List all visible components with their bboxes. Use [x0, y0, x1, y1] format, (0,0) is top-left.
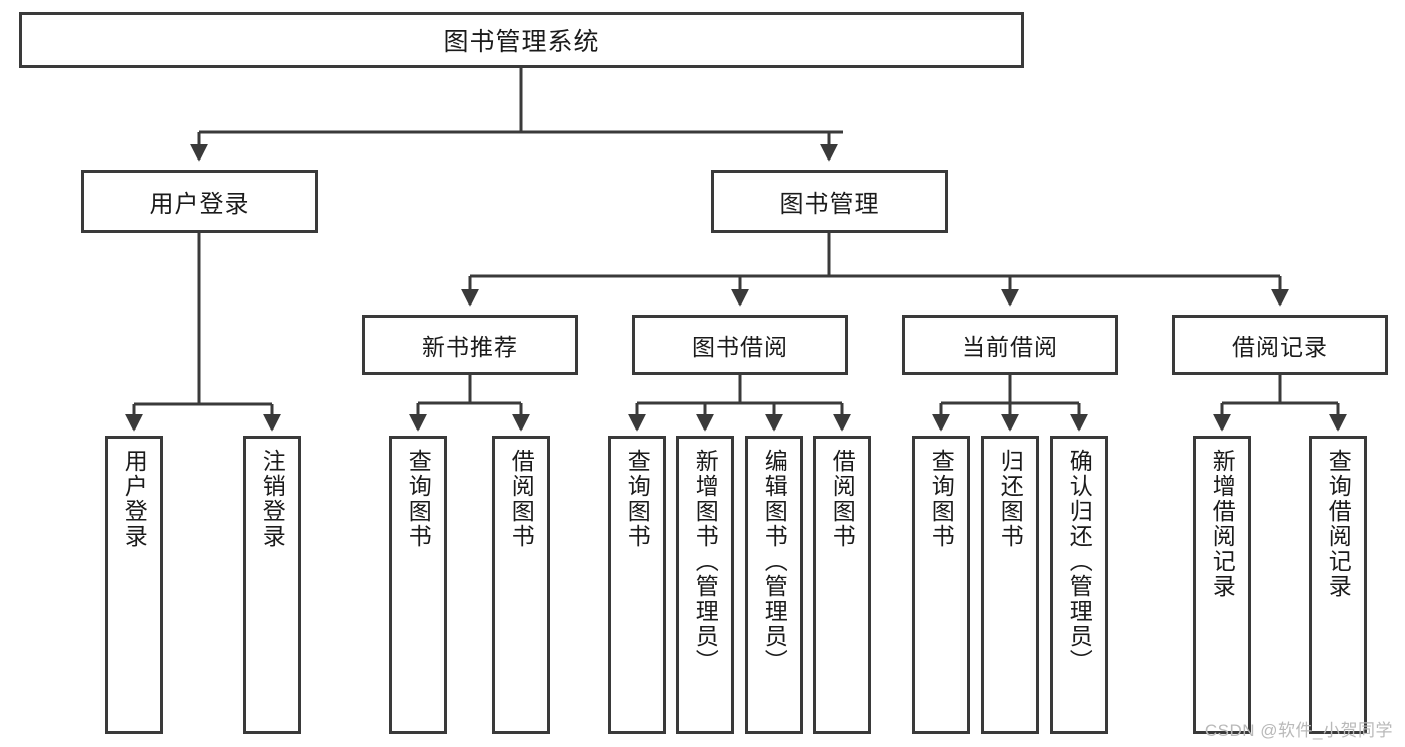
node-new-book-recommend[interactable]: 新书推荐 — [362, 315, 578, 375]
node-label: 新增借阅记录 — [1209, 449, 1236, 599]
leaf-new-book-borrow[interactable]: 借阅图书 — [492, 436, 550, 734]
node-root-book-management-system[interactable]: 图书管理系统 — [19, 12, 1024, 68]
node-label: 当前借阅 — [962, 334, 1058, 360]
leaf-user-login-login[interactable]: 用户登录 — [105, 436, 163, 734]
leaf-book-borrow-query[interactable]: 查询图书 — [608, 436, 666, 734]
leaf-book-borrow-edit[interactable]: 编辑图书（管理员） — [745, 436, 803, 734]
node-label: 新书推荐 — [422, 334, 518, 360]
leaf-current-borrow-confirm-return[interactable]: 确认归还（管理员） — [1050, 436, 1108, 734]
node-label: 查询借阅记录 — [1325, 449, 1352, 599]
node-user-login[interactable]: 用户登录 — [81, 170, 318, 233]
node-label: 归还图书 — [997, 449, 1024, 549]
leaf-book-borrow-borrow[interactable]: 借阅图书 — [813, 436, 871, 734]
leaf-borrow-record-add[interactable]: 新增借阅记录 — [1193, 436, 1251, 734]
node-current-borrow[interactable]: 当前借阅 — [902, 315, 1118, 375]
node-book-borrow[interactable]: 图书借阅 — [632, 315, 848, 375]
leaf-user-login-logout[interactable]: 注销登录 — [243, 436, 301, 734]
node-label: 图书管理 — [779, 191, 880, 218]
node-borrow-record[interactable]: 借阅记录 — [1172, 315, 1388, 375]
node-label: 新增图书（管理员） — [692, 449, 719, 674]
node-label: 查询图书 — [928, 449, 955, 549]
node-label: 用户登录 — [149, 191, 250, 218]
node-label: 借阅图书 — [508, 449, 535, 549]
node-label: 查询图书 — [624, 449, 651, 549]
node-label: 注销登录 — [259, 449, 286, 549]
watermark-text: CSDN @软件_小贺同学 — [1204, 721, 1393, 740]
node-label: 图书借阅 — [692, 334, 788, 360]
node-label: 借阅图书 — [829, 449, 856, 549]
leaf-borrow-record-query[interactable]: 查询借阅记录 — [1309, 436, 1367, 734]
leaf-current-borrow-query[interactable]: 查询图书 — [912, 436, 970, 734]
node-label: 确认归还（管理员） — [1066, 449, 1093, 674]
node-book-management[interactable]: 图书管理 — [711, 170, 948, 233]
leaf-current-borrow-return[interactable]: 归还图书 — [981, 436, 1039, 734]
leaf-book-borrow-add[interactable]: 新增图书（管理员） — [676, 436, 734, 734]
node-label: 图书管理系统 — [443, 28, 600, 56]
node-label: 借阅记录 — [1232, 334, 1328, 360]
node-label: 用户登录 — [121, 449, 148, 549]
node-label: 编辑图书（管理员） — [761, 449, 788, 674]
node-label: 查询图书 — [405, 449, 432, 549]
leaf-new-book-query[interactable]: 查询图书 — [389, 436, 447, 734]
